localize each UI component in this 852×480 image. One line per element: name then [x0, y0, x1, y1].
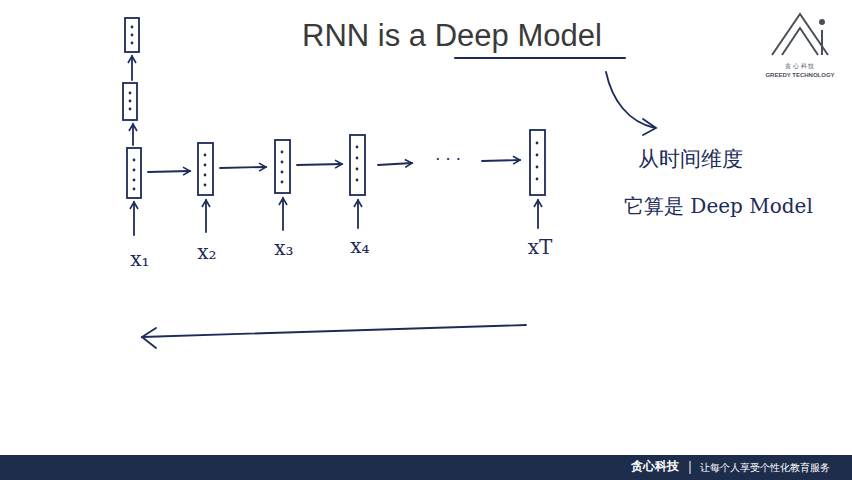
vector-box: [350, 135, 365, 195]
logo-mark: [772, 14, 828, 55]
vector-box: [275, 140, 290, 193]
footer-brand: 贪心科技: [631, 460, 679, 473]
logo-text: 贪 心 科 技: [785, 63, 814, 70]
footer-slogan: 让每个人享受个性化教育服务: [700, 462, 830, 473]
recurrent-arrow: [482, 160, 520, 161]
title: RNN is a Deep Model: [302, 19, 602, 53]
backprop-arrow: [142, 325, 526, 337]
handwritten-note: 从时间维度: [638, 148, 743, 171]
input-label: x₁: [130, 248, 149, 270]
title-underline: [455, 57, 625, 59]
input-label: xT: [528, 236, 553, 258]
vector-box: [123, 83, 137, 120]
recurrent-arrow: [220, 167, 266, 168]
handwritten-note: 它算是 Deep Model: [624, 195, 813, 217]
callout-arrow: [606, 72, 655, 128]
ellipsis: · · ·: [435, 151, 460, 169]
input-label: x₃: [274, 237, 293, 259]
arrow-head: [643, 119, 656, 135]
vector-box: [198, 143, 213, 195]
up-arrow: [132, 124, 134, 145]
logo-text: GREEDY TECHNOLOGY: [765, 72, 834, 79]
input-label: x₄: [350, 235, 369, 257]
vector-box: [127, 148, 141, 198]
up-arrow: [205, 200, 207, 232]
recurrent-arrow: [297, 164, 342, 165]
up-arrow: [131, 56, 133, 80]
recurrent-arrow: [378, 163, 412, 165]
recurrent-arrow: [148, 171, 190, 172]
footer-bar: [0, 455, 852, 480]
arrow-head: [142, 328, 156, 348]
up-arrow: [282, 198, 284, 230]
up-arrow: [537, 200, 539, 228]
up-arrow: [357, 200, 359, 228]
input-label: x₂: [197, 241, 216, 263]
vector-box: [125, 18, 139, 52]
vector-box: [530, 130, 545, 195]
up-arrow: [133, 202, 135, 235]
footer-divider: [690, 461, 691, 474]
